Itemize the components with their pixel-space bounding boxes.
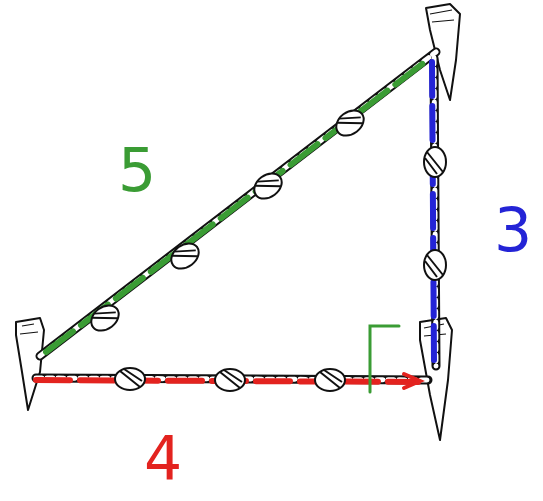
knot — [315, 369, 345, 391]
rope-strand — [40, 52, 436, 356]
stake — [16, 318, 44, 410]
rope — [40, 52, 436, 356]
ropes — [36, 52, 436, 380]
side-length: 3 — [494, 200, 532, 260]
knot — [424, 250, 446, 280]
knot — [331, 105, 368, 141]
stake-texture — [430, 10, 454, 22]
knot — [215, 369, 245, 391]
color-marks — [36, 58, 434, 382]
side-5-mark — [46, 58, 430, 352]
red-end-mark — [404, 374, 420, 388]
knot — [249, 168, 286, 204]
stakes — [16, 4, 460, 440]
knot — [86, 300, 123, 336]
knot — [166, 238, 203, 274]
rope-twist — [36, 52, 436, 380]
stake-texture — [20, 324, 38, 334]
right-angle-mark — [370, 326, 399, 392]
side-length: 5 — [118, 140, 156, 200]
side-length: 4 — [144, 428, 182, 488]
side-3-mark — [432, 62, 434, 362]
knots — [86, 105, 446, 391]
knot — [424, 147, 446, 177]
knot — [115, 368, 145, 390]
